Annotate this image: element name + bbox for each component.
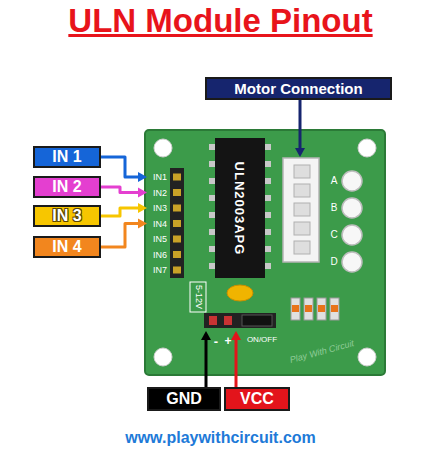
pin-label: IN4	[153, 219, 167, 228]
leader-line	[205, 339, 208, 387]
polarity-label: -	[214, 335, 218, 348]
ic-chip: ULN2003APG	[215, 138, 265, 278]
arrowhead	[201, 331, 211, 340]
callout-box: IN 4	[33, 236, 101, 258]
pin-label: IN7	[153, 266, 167, 275]
pin-header	[170, 168, 184, 278]
voltage-label: 5-12V	[194, 285, 203, 309]
pin-label: IN1	[153, 173, 167, 182]
resistor-band	[331, 305, 338, 312]
capacitor	[227, 285, 253, 301]
resistor	[291, 298, 300, 320]
arrowhead	[295, 148, 305, 157]
header-pin	[173, 220, 181, 227]
leader-line	[299, 100, 302, 150]
callout-label: Motor Connection	[234, 81, 362, 96]
callout-label: VCC	[240, 391, 274, 407]
chip-leg	[265, 144, 271, 150]
header-pin	[173, 174, 181, 181]
watermark: Play With Circuit	[289, 339, 355, 365]
mount-hole	[358, 139, 376, 157]
header-pin	[173, 251, 181, 258]
connector-slots	[294, 165, 310, 254]
led	[342, 171, 362, 191]
connector-slot	[294, 165, 310, 178]
callout-label: GND	[166, 391, 202, 407]
resistor-band	[305, 305, 312, 312]
header-pin	[173, 267, 181, 274]
polarity-label: +	[224, 335, 231, 347]
header-pins	[173, 174, 181, 274]
header-pin	[173, 236, 181, 243]
resistor	[304, 298, 313, 320]
arrowhead	[138, 203, 147, 213]
pin-label: IN5	[153, 235, 167, 244]
resistor	[330, 298, 339, 320]
resistors	[291, 298, 339, 320]
caption: www.playwithcircuit.com	[0, 430, 441, 446]
motor-connector	[283, 158, 319, 262]
chip-leg	[265, 212, 271, 218]
chip-marking: ULN2003APG	[234, 161, 247, 255]
callout-box: Motor Connection	[205, 77, 392, 100]
switch-label: ON/OFF	[247, 336, 277, 344]
callout-label: IN 3	[52, 208, 81, 224]
led	[342, 225, 362, 245]
arrowhead	[231, 331, 241, 340]
led-label: C	[330, 230, 337, 240]
led	[342, 198, 362, 218]
connector-slot	[294, 203, 310, 216]
callout-label: IN 1	[52, 149, 81, 165]
chip-leg	[265, 178, 271, 184]
pcb-board	[145, 130, 385, 375]
chip-leg	[265, 229, 271, 235]
resistor-band	[318, 305, 325, 312]
title: ULN Module Pinout	[0, 4, 441, 37]
vcc-pin	[224, 316, 232, 325]
power-header	[204, 313, 276, 328]
resistor-band	[292, 305, 299, 312]
callout-label: IN 2	[52, 179, 81, 195]
leader-line	[101, 224, 139, 248]
callout-box: VCC	[224, 387, 290, 411]
header-pin	[173, 205, 181, 212]
chip-leg	[265, 195, 271, 201]
connector-slot	[294, 241, 310, 254]
connector-slot	[294, 184, 310, 197]
arrowhead	[138, 172, 147, 182]
callout-box: IN 2	[33, 176, 101, 198]
leader-line	[235, 339, 238, 387]
callout-label: IN 4	[52, 239, 81, 255]
pin-label: IN6	[153, 250, 167, 259]
chip-leg	[265, 263, 271, 269]
callout-box: GND	[147, 387, 221, 411]
silkscreen-outline	[190, 282, 206, 312]
callout-box: IN 3	[33, 205, 101, 227]
leader-line	[101, 157, 139, 177]
jumper	[242, 315, 272, 326]
leader-line	[101, 187, 139, 193]
led-label: D	[330, 257, 337, 267]
header-pin	[173, 189, 181, 196]
resistor	[317, 298, 326, 320]
arrowhead	[138, 188, 147, 198]
gnd-pin	[209, 316, 217, 325]
mount-hole	[358, 348, 376, 366]
pin-label: IN2	[153, 188, 167, 197]
callout-box: IN 1	[33, 146, 101, 168]
chip-leg	[265, 161, 271, 167]
arrowhead	[138, 219, 147, 229]
led-label: B	[331, 203, 338, 213]
connector-slot	[294, 222, 310, 235]
led-indicators	[342, 171, 362, 272]
chip-leg	[265, 246, 271, 252]
led-label: A	[331, 176, 338, 186]
mount-hole	[154, 348, 172, 366]
pin-label: IN3	[153, 204, 167, 213]
mount-hole	[154, 139, 172, 157]
led	[342, 252, 362, 272]
leader-line	[101, 208, 139, 216]
